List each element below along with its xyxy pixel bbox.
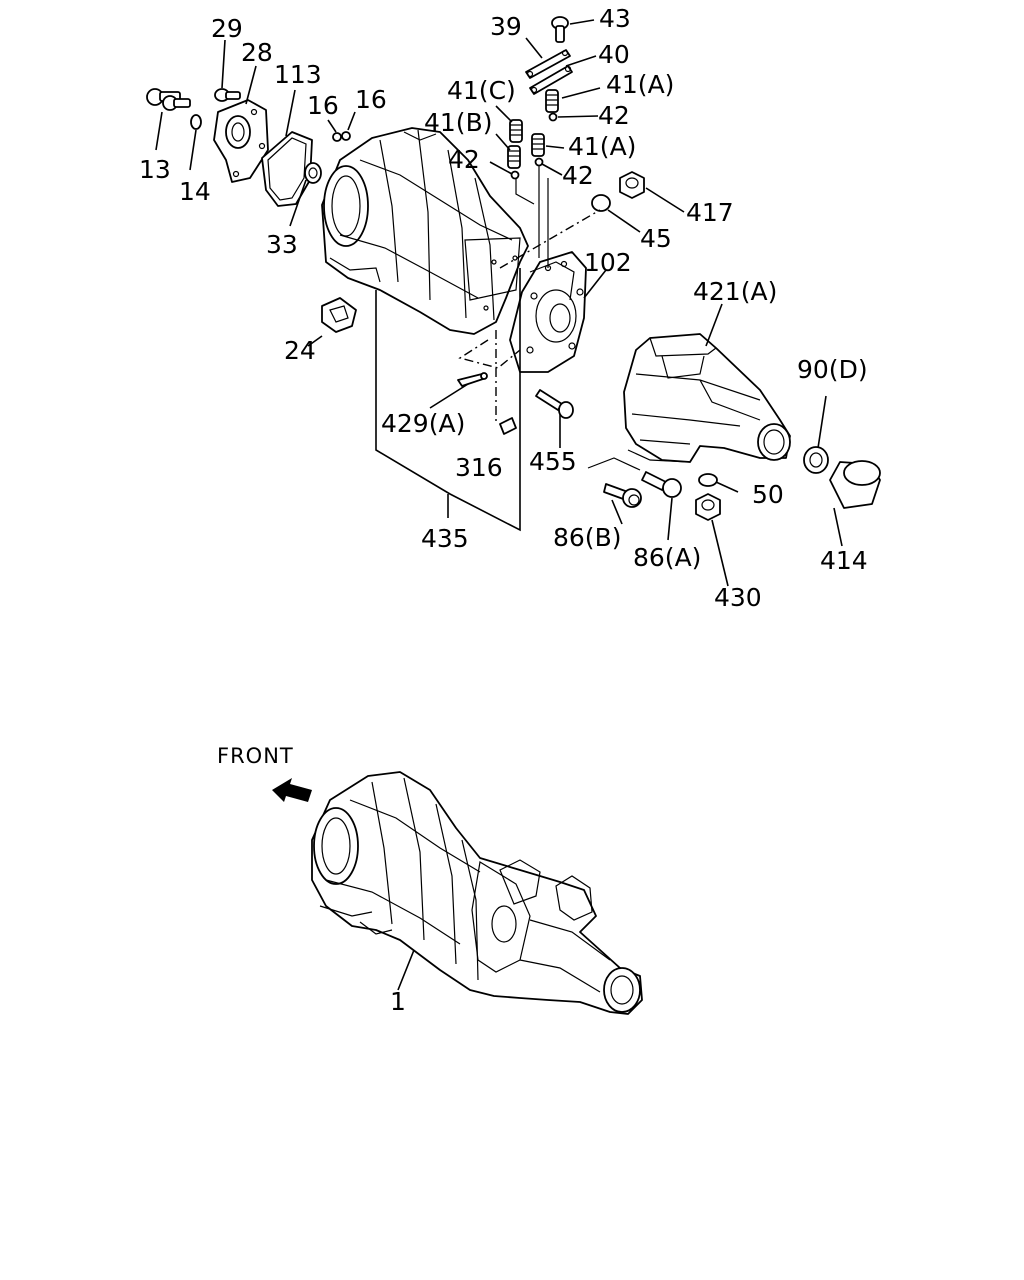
part-labels: 29 28 113 16 16 13 14 33 24 39 43 40 41(… [139, 4, 868, 612]
label-45: 45 [640, 224, 672, 253]
label-42-top: 42 [598, 101, 630, 130]
part-86b-bolt [603, 483, 642, 508]
part-417-plug [619, 171, 645, 199]
label-24: 24 [284, 336, 316, 365]
label-29: 29 [211, 14, 243, 43]
label-40: 40 [598, 40, 630, 69]
part-430-drain-plug [695, 493, 721, 521]
label-316: 316 [455, 453, 503, 482]
label-86b: 86(B) [553, 523, 621, 552]
exploded-view-parts [146, 16, 881, 521]
part-41a-spring-top [545, 89, 559, 113]
part-41c-spring [509, 119, 523, 143]
label-430: 430 [714, 583, 762, 612]
part-429a-dowel-pin [457, 372, 488, 387]
label-421a: 421(A) [693, 277, 777, 306]
part-50-washer [698, 473, 718, 487]
label-41a-top: 41(A) [606, 70, 674, 99]
label-41c: 41(C) [447, 76, 516, 105]
label-42-left: 42 [448, 145, 480, 174]
label-429a: 429(A) [381, 409, 465, 438]
label-41b: 41(B) [424, 108, 492, 137]
label-113: 113 [274, 60, 322, 89]
part-40-shift-rail [529, 65, 573, 95]
label-33: 33 [266, 230, 298, 259]
part-90d-oil-seal [803, 446, 829, 474]
assembled-transmission [311, 771, 643, 1015]
part-13-bolts [146, 88, 191, 111]
part-414-dust-cover [829, 460, 881, 509]
part-main-transmission-case [321, 127, 529, 335]
label-1: 1 [390, 987, 406, 1016]
part-41a-spring-mid [531, 133, 545, 157]
label-13: 13 [139, 155, 171, 184]
label-28: 28 [241, 38, 273, 67]
part-33-oil-seal [304, 162, 322, 184]
label-90d: 90(D) [797, 355, 868, 384]
label-42-right: 42 [562, 161, 594, 190]
front-label: FRONT [217, 744, 294, 768]
part-42-ball-top [548, 112, 558, 122]
part-421a-extension-housing [623, 333, 791, 463]
label-435: 435 [421, 524, 469, 553]
part-42-ball-right [534, 157, 544, 167]
label-417: 417 [686, 198, 734, 227]
label-414: 414 [820, 546, 868, 575]
leader-lines [155, 19, 843, 587]
part-28-front-cover [213, 99, 269, 183]
part-24-mount [321, 297, 357, 333]
label-14: 14 [179, 177, 211, 206]
part-86a-bolt [641, 471, 682, 498]
label-86a: 86(A) [633, 543, 701, 572]
label-43: 43 [599, 4, 631, 33]
part-43-bolt [551, 16, 569, 43]
part-102-intermediate-plate [509, 251, 587, 373]
part-39-shift-rail [525, 49, 571, 79]
assembled-view: FRONT 1 [217, 744, 643, 1016]
part-455-bolt [535, 389, 574, 419]
part-41b-spring [507, 145, 521, 169]
label-16-b: 16 [355, 85, 387, 114]
part-42-ball-left [510, 170, 520, 180]
label-50: 50 [752, 480, 784, 509]
label-16-a: 16 [307, 91, 339, 120]
label-102: 102 [584, 248, 632, 277]
label-455: 455 [529, 447, 577, 476]
arrow-left-icon [272, 778, 312, 802]
part-316 [499, 417, 517, 435]
part-14-washer [190, 114, 202, 130]
part-29-bolt [214, 88, 241, 102]
part-113-gasket [261, 131, 313, 207]
label-39: 39 [490, 12, 522, 41]
label-41a-mid: 41(A) [568, 132, 636, 161]
part-45-o-ring [591, 194, 611, 212]
part-16-plug-b [341, 131, 351, 141]
part-16-plug-a [332, 132, 342, 142]
